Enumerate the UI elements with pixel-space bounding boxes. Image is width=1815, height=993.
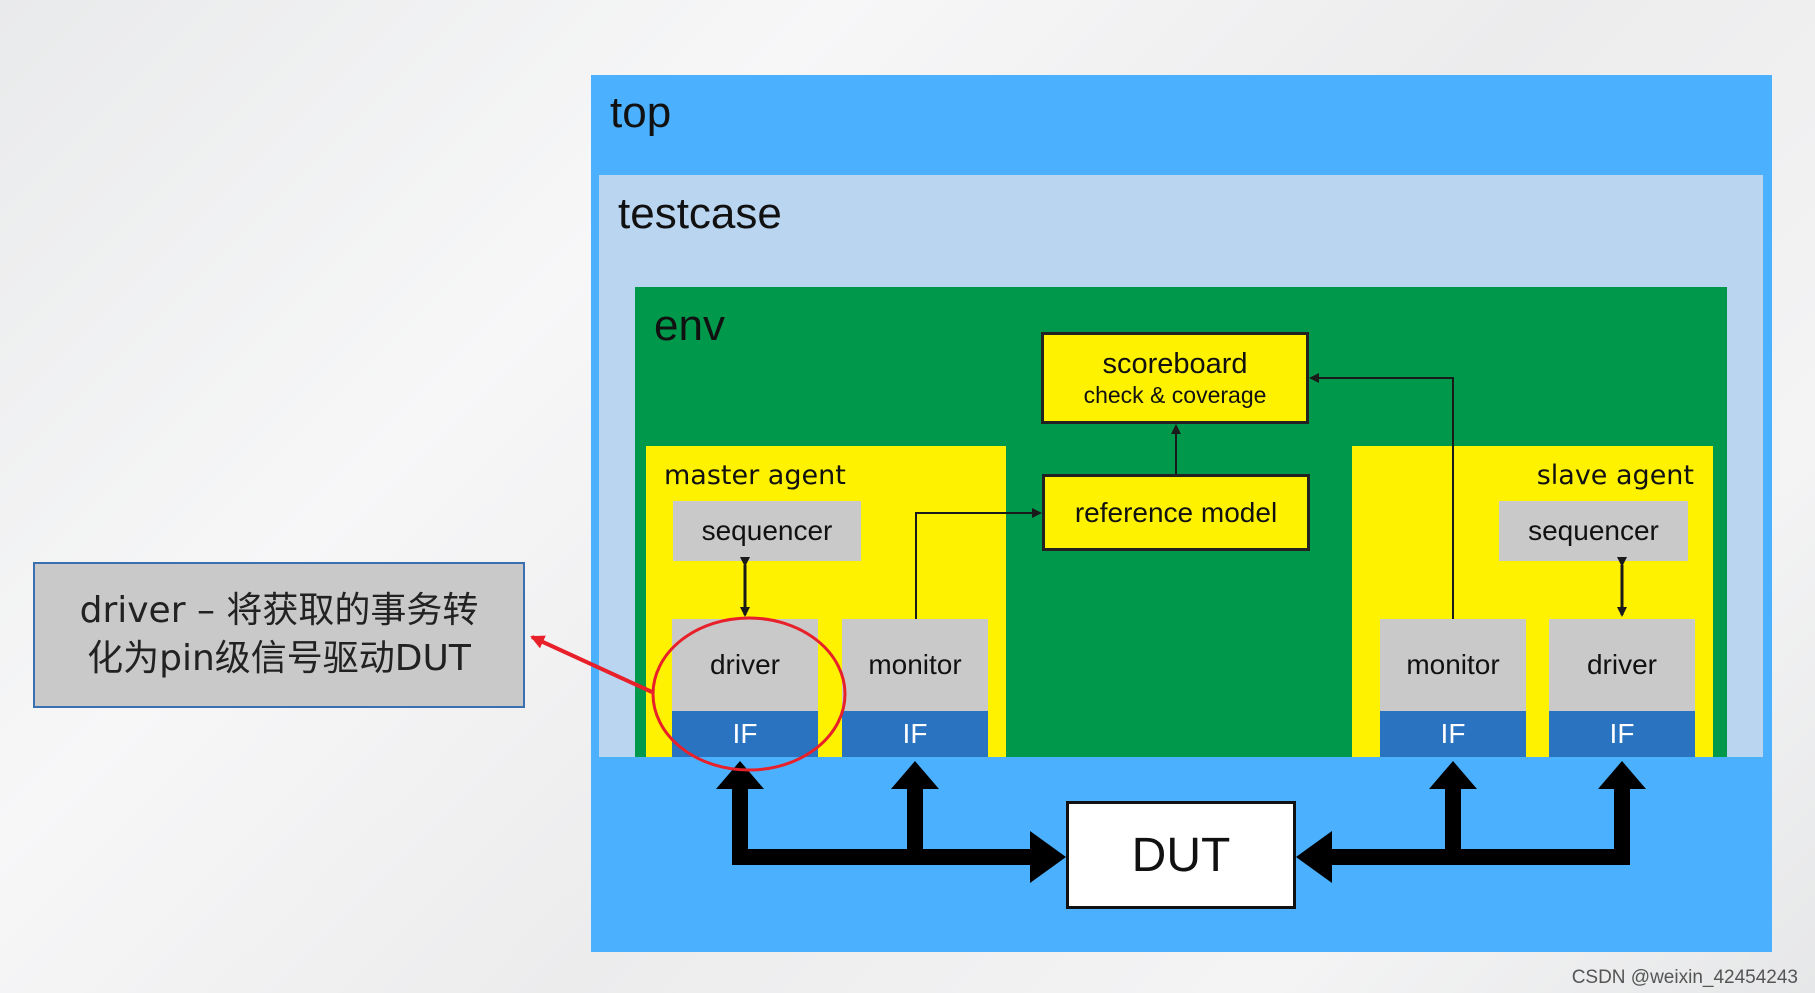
master-sequencer: sequencer [673,501,861,561]
slave-agent-label: slave agent [1536,460,1694,491]
slave-driver-interface: IF [1549,711,1695,757]
callout-pointer-arrow [530,635,653,694]
slave-driver: driver [1549,619,1695,711]
master-agent-label: master agent [664,460,846,491]
master-monitor-to-refmodel-arrow [915,508,1042,619]
scoreboard-subtitle: check & coverage [1083,382,1267,408]
dut: DUT [1066,801,1296,909]
top-label: top [610,88,672,137]
master-driver: driver [672,619,818,711]
master-driver-interface: IF [672,711,818,757]
master-monitor: monitor [842,619,988,711]
slave-monitor: monitor [1380,619,1526,711]
slave-monitor-interface: IF [1380,711,1526,757]
scoreboard-title: scoreboard [1102,348,1248,380]
master-monitor-interface: IF [842,711,988,757]
callout-line-1: driver – 将获取的事务转 [79,590,479,631]
driver-callout: driver – 将获取的事务转 化为pin级信号驱动DUT [33,562,525,708]
env-label: env [654,301,725,350]
slave-sequencer: sequencer [1499,501,1688,561]
reference-model: reference model [1042,474,1310,551]
driver-highlight-circle [651,616,847,772]
slave-monitor-to-scoreboard-arrow [1309,373,1454,619]
master-bus-arrows [716,761,1066,883]
watermark: CSDN @weixin_42454243 [1571,967,1798,988]
slave-bus-arrows [1296,761,1646,883]
callout-line-2: 化为pin级信号驱动DUT [87,638,471,679]
testcase-label: testcase [618,189,782,238]
scoreboard: scoreboard check & coverage [1041,332,1309,424]
